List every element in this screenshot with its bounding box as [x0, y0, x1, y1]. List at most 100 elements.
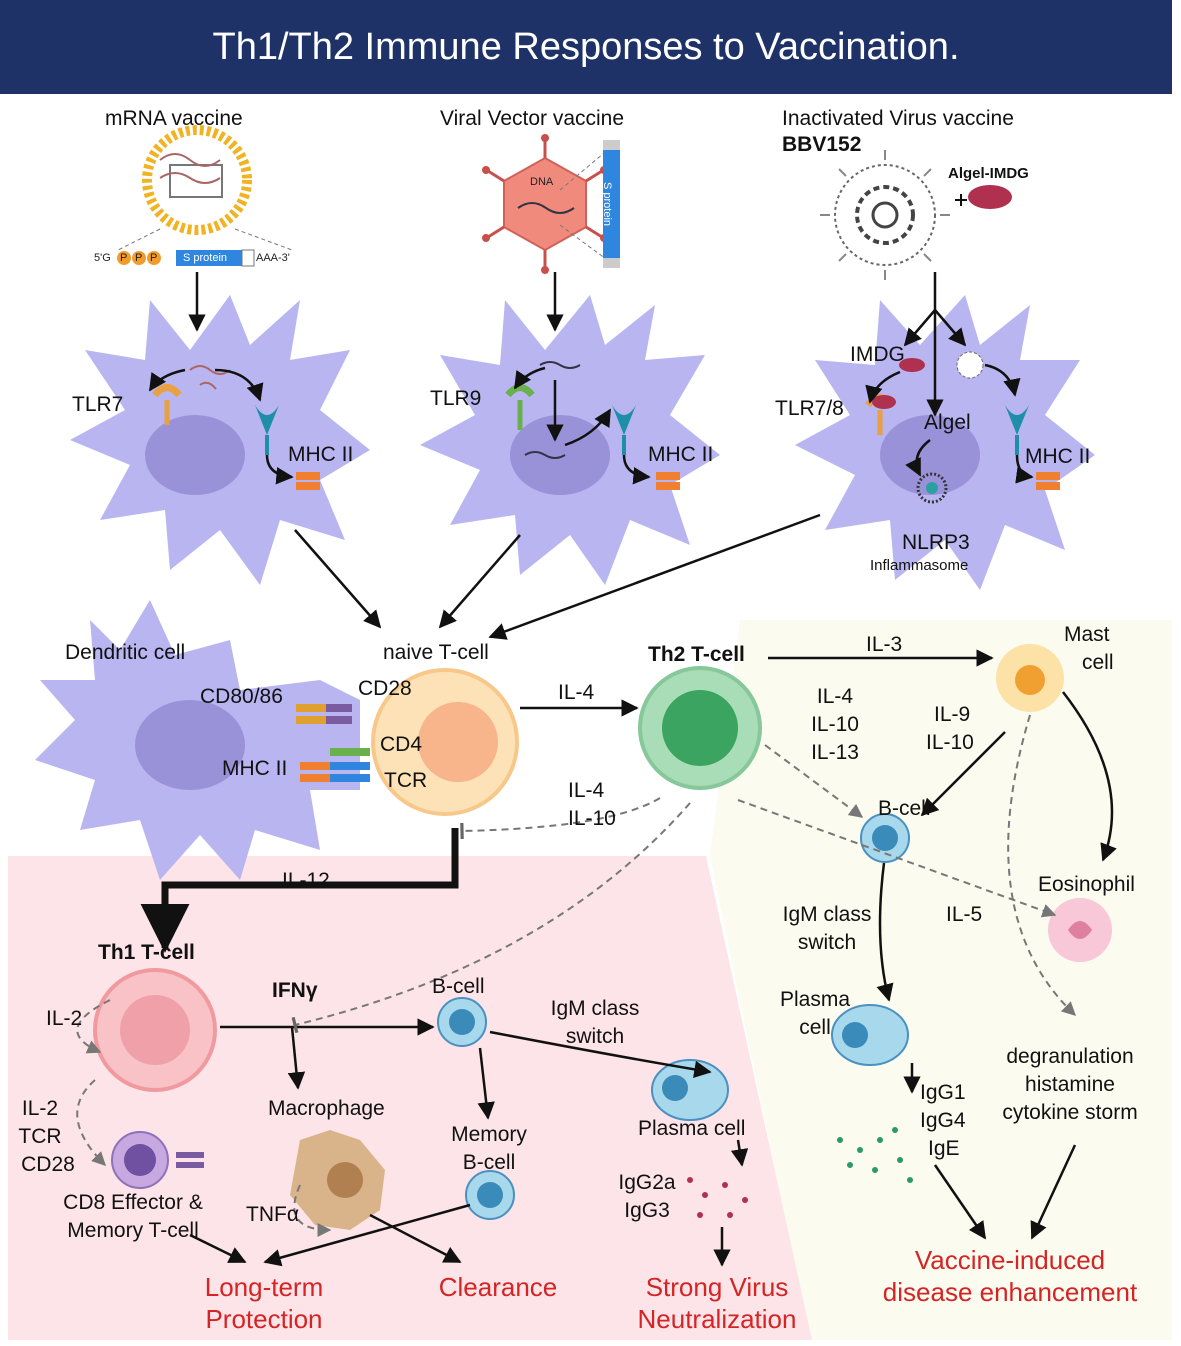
arrow-to-macrophage	[287, 1026, 306, 1090]
arrow-dc2-to-tcell	[438, 534, 521, 629]
feedback-il4-label: IL-4	[568, 779, 605, 802]
histamine-label: histamine	[1025, 1073, 1115, 1096]
cd8-effector-label-1: CD8 Effector &	[63, 1191, 203, 1214]
mhc-ii-label-2: MHC II	[648, 443, 714, 466]
arrow-to-memory-bcell	[477, 1047, 495, 1120]
arrow-memory-to-long-term	[263, 1203, 471, 1267]
mrna-lipid-nanoparticle-icon	[142, 125, 252, 235]
arrow-to-clearance	[369, 1213, 462, 1264]
th2-cytokine-2: IL-10	[811, 713, 859, 736]
tlr9-label: TLR9	[430, 387, 482, 410]
eosinophil-label: Eosinophil	[1038, 873, 1135, 896]
th2-zone	[710, 620, 1172, 1340]
dendritic-cell-synapse	[35, 600, 360, 880]
plasma-cell-th2-label-2: cell	[799, 1016, 831, 1039]
inactivated-vaccine-label: Inactivated Virus vaccine	[782, 107, 1014, 130]
mhc-ii-surface-icon-2	[656, 472, 680, 490]
il9-label: IL-9	[934, 703, 971, 726]
mhc-ii-label-1: MHC II	[288, 443, 354, 466]
b-cell-th2	[860, 813, 910, 863]
igg1-label: IgG1	[920, 1081, 966, 1104]
mhc-ii-receptor-icon-2	[612, 405, 636, 455]
imdg-particle-icon	[899, 358, 925, 372]
il2-cd8-label: IL-2	[21, 1097, 59, 1120]
viral-vector-vaccine-label: Viral Vector vaccine	[440, 107, 625, 130]
memory-b-cell-label-1: Memory	[451, 1123, 527, 1146]
mast-cell-label-1: Mast	[1064, 623, 1110, 646]
dendritic-cell-inactivated	[795, 295, 1095, 590]
arrow-dc3-to-tcell	[488, 513, 821, 640]
inactivated-virus-icon	[820, 150, 950, 280]
tlr7-receptor-icon	[152, 384, 182, 425]
arrow-mast-to-eosinophil	[1062, 691, 1117, 862]
mhc-ii-synapse-label: MHC II	[222, 757, 288, 780]
igm-switch-th2-label-2: switch	[797, 931, 857, 954]
il3-label: IL-3	[866, 633, 903, 656]
nlrp3-inflammasome-icon	[916, 472, 948, 504]
igg3-label: IgG3	[624, 1199, 670, 1222]
cd80-86-label: CD80/86	[200, 685, 283, 708]
neutralization-label: Neutralization	[637, 1304, 797, 1334]
tnfa-label: TNFα	[246, 1203, 299, 1226]
algel-imdg-adjuvant-icon	[955, 185, 1012, 209]
arrow-to-plasma-cell	[489, 1030, 712, 1079]
vaccine-enhancement-label-1: Vaccine-induced	[914, 1245, 1106, 1275]
five-prime-label: 5'G	[94, 252, 111, 264]
plasma-cell-th2	[831, 1004, 909, 1066]
antibodies-th2-icon	[837, 1127, 913, 1183]
mrna-vaccine-label: mRNA vaccine	[105, 107, 243, 130]
arrow-to-long-term	[189, 1233, 247, 1264]
viral-vector-icon	[482, 134, 620, 274]
feedback-il10-label: IL-10	[568, 807, 616, 830]
naive-t-cell	[371, 668, 519, 816]
algel-imdg-label: Algel-IMDG	[948, 165, 1029, 182]
cap-label-2: P	[135, 252, 143, 264]
tlr7-label: TLR7	[72, 393, 124, 416]
il12-label: IL-12	[282, 869, 330, 892]
dna-fragment-icon	[524, 361, 581, 459]
mast-cell	[996, 644, 1064, 712]
th2-t-cell-label: Th2 T-cell	[648, 643, 745, 666]
long-term-protection-label-1: Long-term	[204, 1272, 324, 1302]
mhc-ii-surface-icon-3	[1036, 472, 1060, 490]
ige-label: IgE	[928, 1137, 960, 1160]
arrow-ig-to-enhancement	[933, 1164, 987, 1240]
memory-b-cell	[465, 1170, 515, 1220]
clearance-label: Clearance	[438, 1272, 558, 1302]
cap-label-1: P	[120, 252, 128, 264]
mast-cell-label-2: cell	[1082, 651, 1114, 674]
inflammasome-label: Inflammasome	[870, 557, 969, 574]
cd28-cd8-label: CD28	[21, 1153, 75, 1176]
dna-label: DNA	[530, 176, 554, 188]
antibodies-th1-icon	[687, 1177, 748, 1218]
igg4-label: IgG4	[920, 1109, 966, 1132]
title-bar	[0, 0, 1172, 94]
dendritic-cell-viral	[420, 295, 720, 585]
algel-label: Algel	[924, 411, 971, 434]
s-protein-label: S protein	[183, 252, 228, 264]
eosinophil-cell	[1048, 898, 1112, 962]
long-term-protection-label-2: Protection	[205, 1304, 323, 1334]
igm-switch-th1-label-1: IgM class	[550, 997, 640, 1020]
cap-label-3: P	[150, 252, 158, 264]
virus-particle-small-icon	[956, 351, 984, 379]
bbv152-label: BBV152	[782, 133, 862, 156]
th2-t-cell	[638, 666, 762, 790]
th1-t-cell	[93, 968, 217, 1092]
mhc-ii-label-3: MHC II	[1025, 445, 1091, 468]
strong-virus-label-1: Strong Virus	[645, 1272, 789, 1302]
th1-region	[8, 856, 820, 1340]
macrophage-label: Macrophage	[268, 1097, 385, 1120]
memory-b-cell-label-2: B-cell	[462, 1151, 516, 1174]
rna-fragments-icon	[189, 365, 231, 390]
th2-cytokine-1: IL-4	[816, 685, 854, 708]
dendritic-cell-label: Dendritic cell	[65, 641, 186, 664]
mrna-construct-icon	[117, 228, 293, 267]
b-cell-th2-label: B-cell	[878, 797, 931, 820]
il4-label: IL-4	[558, 681, 595, 704]
arrow-dc1-to-tcell	[294, 529, 382, 629]
igm-switch-th2-label-1: IgM class	[782, 903, 872, 926]
tcr-label: TCR	[384, 769, 428, 792]
th2-cytokine-3: IL-13	[811, 741, 859, 764]
